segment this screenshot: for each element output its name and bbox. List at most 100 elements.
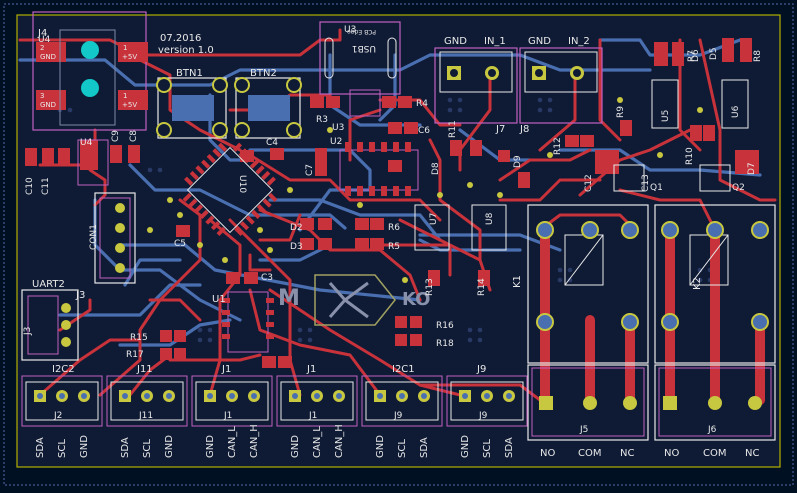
connector-title: J1 — [306, 364, 316, 375]
button-btn2[interactable]: BTN2 — [234, 68, 302, 139]
pin-hole — [59, 393, 65, 399]
connector-j7[interactable]: GND IN_1 J7 — [434, 36, 518, 135]
label: R6 — [388, 223, 400, 233]
label: R12 — [553, 137, 563, 155]
connector-title: I2C2 — [52, 364, 75, 375]
connector-j8[interactable]: GND IN_2 J8 — [519, 36, 603, 135]
smd-parts — [25, 38, 759, 368]
pin-label: GND — [79, 435, 90, 458]
k2-label: K2 — [692, 277, 703, 290]
j8-in-label: IN_2 — [568, 36, 590, 47]
relay-k1: K1 — [512, 204, 649, 364]
label: C7 — [305, 164, 315, 176]
mcu-label: U10 — [237, 175, 247, 193]
j8-gnd-label: GND — [528, 36, 551, 47]
j7-gnd-label: GND — [444, 36, 467, 47]
pin-label: SDA — [35, 437, 46, 458]
board-version: version 1.0 — [158, 45, 214, 56]
label: C3 — [261, 273, 273, 283]
btn2-label: BTN2 — [250, 68, 277, 79]
label: D7 — [747, 162, 757, 175]
j4-connector[interactable]: U4 2 GND 1 +5V 3 GND 1 +5V — [32, 11, 148, 131]
u2-label: U2 — [330, 137, 342, 147]
label: U8 — [485, 212, 495, 225]
label: R11 — [448, 120, 458, 138]
label: R14 — [477, 278, 487, 296]
connector-con1[interactable]: CON1 — [89, 192, 136, 284]
u3-label: U3 — [332, 123, 344, 133]
connector-ref: J1 — [223, 411, 232, 421]
connector-title: I2C1 — [392, 364, 415, 375]
pin-label: SDA — [120, 437, 131, 458]
u1-label: U1 — [212, 294, 226, 305]
pin-num: 3 — [40, 92, 44, 100]
pin-label: SCL — [482, 439, 493, 458]
board-logo: M KO — [278, 274, 430, 326]
ic-u2: U2 — [330, 137, 419, 196]
terminal-j6[interactable]: J6 NO COM NC — [654, 364, 776, 459]
j6-no: NO — [664, 448, 679, 459]
uart2-label: UART2 — [32, 279, 65, 290]
pin-hole — [314, 393, 320, 399]
label: R13 — [425, 278, 435, 296]
j6-ref: J6 — [707, 425, 717, 435]
connector-title: J11 — [136, 364, 153, 375]
j5-no: NO — [540, 448, 555, 459]
connector-ref: J9 — [393, 411, 403, 421]
label: C8 — [129, 130, 139, 142]
pin-label: CAN_L — [227, 426, 238, 458]
pin-label: CAN_H — [334, 424, 345, 458]
vias — [147, 97, 703, 283]
connector-title: J1 — [221, 364, 231, 375]
label: D9 — [513, 155, 523, 168]
pin-label: GND — [460, 435, 471, 458]
label: C12 — [584, 174, 594, 192]
logo-text: KO — [402, 289, 430, 310]
label: U3 — [344, 25, 356, 35]
pin-label: GND — [205, 435, 216, 458]
pin-label: +5V — [122, 101, 137, 109]
pin-hole — [166, 393, 172, 399]
btn1-label: BTN1 — [176, 68, 203, 79]
label: R15 — [130, 333, 148, 343]
con1-label: CON1 — [89, 224, 99, 250]
label: C5 — [174, 239, 186, 249]
label: D3 — [290, 242, 303, 252]
silkscreen-labels: C9 C8 C10 C11 U4 C4 C7 C5 C3 C6 R3 R4 R6… — [25, 25, 763, 360]
j8-ref: J8 — [519, 124, 529, 135]
label-j4-ref: U4 — [38, 35, 51, 45]
pin-label: SCL — [57, 439, 68, 458]
usb-connector[interactable]: PCB Edge USB1 — [319, 21, 401, 95]
pin-hole — [292, 393, 298, 399]
label: D2 — [290, 223, 303, 233]
j7-ref: J7 — [495, 124, 505, 135]
j7-in-label: IN_1 — [484, 36, 506, 47]
label: U6 — [731, 105, 741, 118]
connector-uart2[interactable]: UART2 J3 J3 — [21, 279, 85, 361]
pin-num: 1 — [123, 92, 127, 100]
label: D5 — [709, 47, 719, 60]
label: D8 — [431, 162, 441, 175]
button-btn1[interactable]: BTN1 — [156, 68, 228, 139]
pin-hole — [122, 393, 128, 399]
sheet-frame — [3, 3, 794, 486]
label: C11 — [41, 177, 51, 195]
connector-ref: J11 — [138, 411, 153, 421]
label: R7 — [687, 50, 697, 62]
label: R4 — [416, 99, 428, 109]
pin-label: CAN_H — [249, 424, 260, 458]
label: C9 — [111, 130, 121, 142]
terminal-j5[interactable]: J5 NO COM NC — [527, 364, 649, 459]
logo-m-glyph: M — [278, 286, 300, 311]
pin-label: GND — [40, 53, 56, 61]
u4-outline — [77, 139, 109, 186]
label: R17 — [126, 350, 144, 360]
